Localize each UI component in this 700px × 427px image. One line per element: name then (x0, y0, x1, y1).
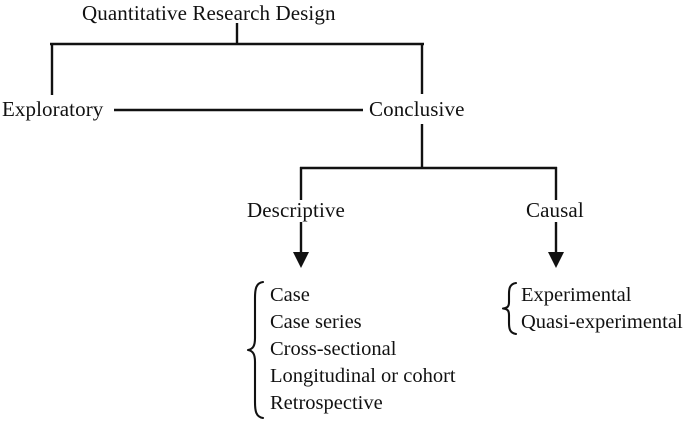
causal-brace-icon (501, 281, 518, 336)
node-descriptive: Descriptive (247, 198, 345, 222)
descriptive-brace-icon (246, 280, 265, 420)
list-item: Experimental (521, 284, 632, 306)
node-exploratory: Exploratory (2, 97, 104, 121)
causal-arrow-head (548, 252, 564, 268)
list-item: Quasi-experimental (521, 311, 683, 333)
node-conclusive: Conclusive (369, 97, 465, 121)
list-item: Longitudinal or cohort (270, 365, 456, 387)
node-causal: Causal (526, 198, 584, 222)
list-item: Case series (270, 311, 362, 333)
root-node-label: Quantitative Research Design (82, 1, 336, 25)
descriptive-arrow-head (293, 252, 309, 268)
list-item: Retrospective (270, 392, 383, 414)
list-item: Cross-sectional (270, 338, 397, 360)
list-item: Case (270, 284, 310, 306)
